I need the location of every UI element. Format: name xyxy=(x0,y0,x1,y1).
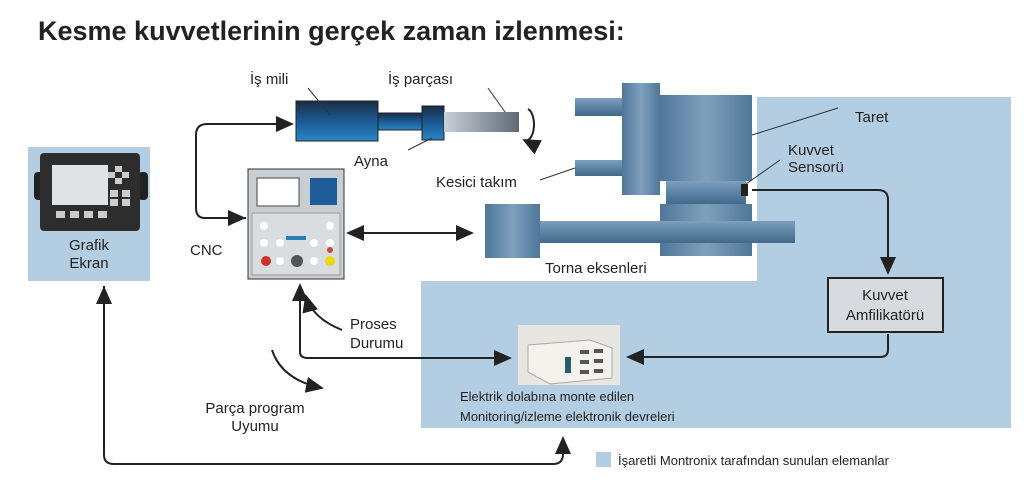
monitoring-to-display-arrow xyxy=(103,286,571,465)
monitoring-label-1: Elektrik dolabına monte edilen xyxy=(460,389,634,404)
graphic-display-label-2: Ekran xyxy=(69,255,108,272)
process-status-arrow xyxy=(299,290,512,366)
graphic-display: Grafik Ekran xyxy=(28,147,150,281)
amplifier-label-1: Kuvvet xyxy=(862,287,909,304)
legend-swatch xyxy=(596,452,611,467)
connectors: Proses Durumu Parça program Uyumu xyxy=(96,116,896,465)
legend: İşaretli Montronix tarafından sunulan el… xyxy=(596,452,890,468)
rotation-arrow-icon xyxy=(522,108,542,155)
cutting-tool-label: Kesici takım xyxy=(436,174,517,191)
amplifier-label-2: Amfilikatörü xyxy=(846,307,924,324)
part-program-label-2: Uyumu xyxy=(231,418,279,435)
cnc-panel: CNC xyxy=(190,168,345,280)
spindle-assembly: İş mili İş parçası Ayna xyxy=(250,70,542,170)
lathe-turret: Taret Kuvvet Sensorü Kesici takım Torna … xyxy=(436,83,889,277)
legend-text: İşaretli Montronix tarafından sunulan el… xyxy=(618,453,890,468)
cnc-to-spindle-arrow xyxy=(195,116,294,219)
chuck-label: Ayna xyxy=(354,153,389,170)
force-amplifier: Kuvvet Amfilikatörü xyxy=(827,277,944,333)
turret-label: Taret xyxy=(855,109,889,126)
monitoring-label-2: Monitoring/izleme elektronik devreleri xyxy=(460,409,675,424)
force-sensor-label-1: Kuvvet xyxy=(788,142,835,159)
part-program-label-1: Parça program xyxy=(205,400,304,417)
monitoring-electronics: Elektrik dolabına monte edilen Monitorin… xyxy=(460,325,675,424)
workpiece-label: İş parçası xyxy=(388,70,453,88)
force-sensor xyxy=(741,184,748,196)
leader-line xyxy=(307,87,331,116)
graphic-display-label-1: Grafik xyxy=(69,237,110,254)
process-status-label-1: Proses xyxy=(350,316,397,333)
force-sensor-label-2: Sensorü xyxy=(788,159,844,176)
lathe-axes-label: Torna eksenleri xyxy=(545,260,647,277)
page-title: Kesme kuvvetlerinin gerçek zaman izlenme… xyxy=(38,16,625,46)
process-status-label-2: Durumu xyxy=(350,335,403,352)
amplifier-to-monitoring-arrow xyxy=(626,334,889,365)
cnc-label: CNC xyxy=(190,242,223,259)
spindle-label: İş mili xyxy=(250,70,288,88)
sensor-to-amplifier-arrow xyxy=(752,189,896,275)
